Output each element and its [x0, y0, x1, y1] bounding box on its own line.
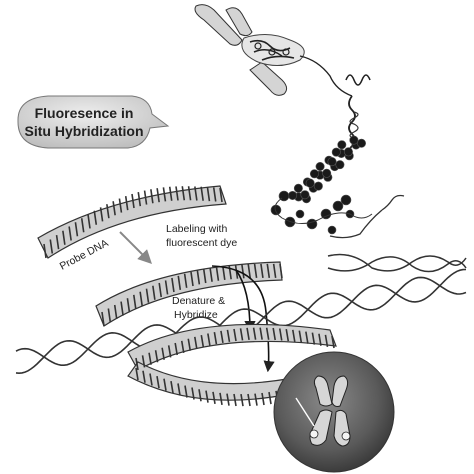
title-line-1: Fluoresence in — [35, 105, 134, 121]
labeled-probe — [95, 261, 283, 327]
target-dna-helix — [15, 268, 467, 407]
labeling-label-2: fluorescent dye — [166, 237, 237, 249]
dna-helix-right — [327, 194, 467, 273]
nucleus — [273, 351, 395, 473]
nucleosome-beads — [270, 135, 373, 235]
chromosome-in-nucleus — [295, 375, 351, 447]
hybridize-arrow-1 — [211, 265, 275, 373]
hybridize-arrow-2 — [235, 269, 256, 333]
denature-label-1: Denature & — [172, 295, 225, 307]
chromosome-top — [194, 4, 305, 96]
title-bubble: Fluoresence in Situ Hybridization — [17, 95, 170, 149]
labeling-arrow — [119, 231, 152, 264]
chromatin-fiber — [299, 55, 371, 159]
title-line-2: Situ Hybridization — [25, 123, 144, 139]
labeling-label-1: Labeling with — [166, 223, 227, 235]
